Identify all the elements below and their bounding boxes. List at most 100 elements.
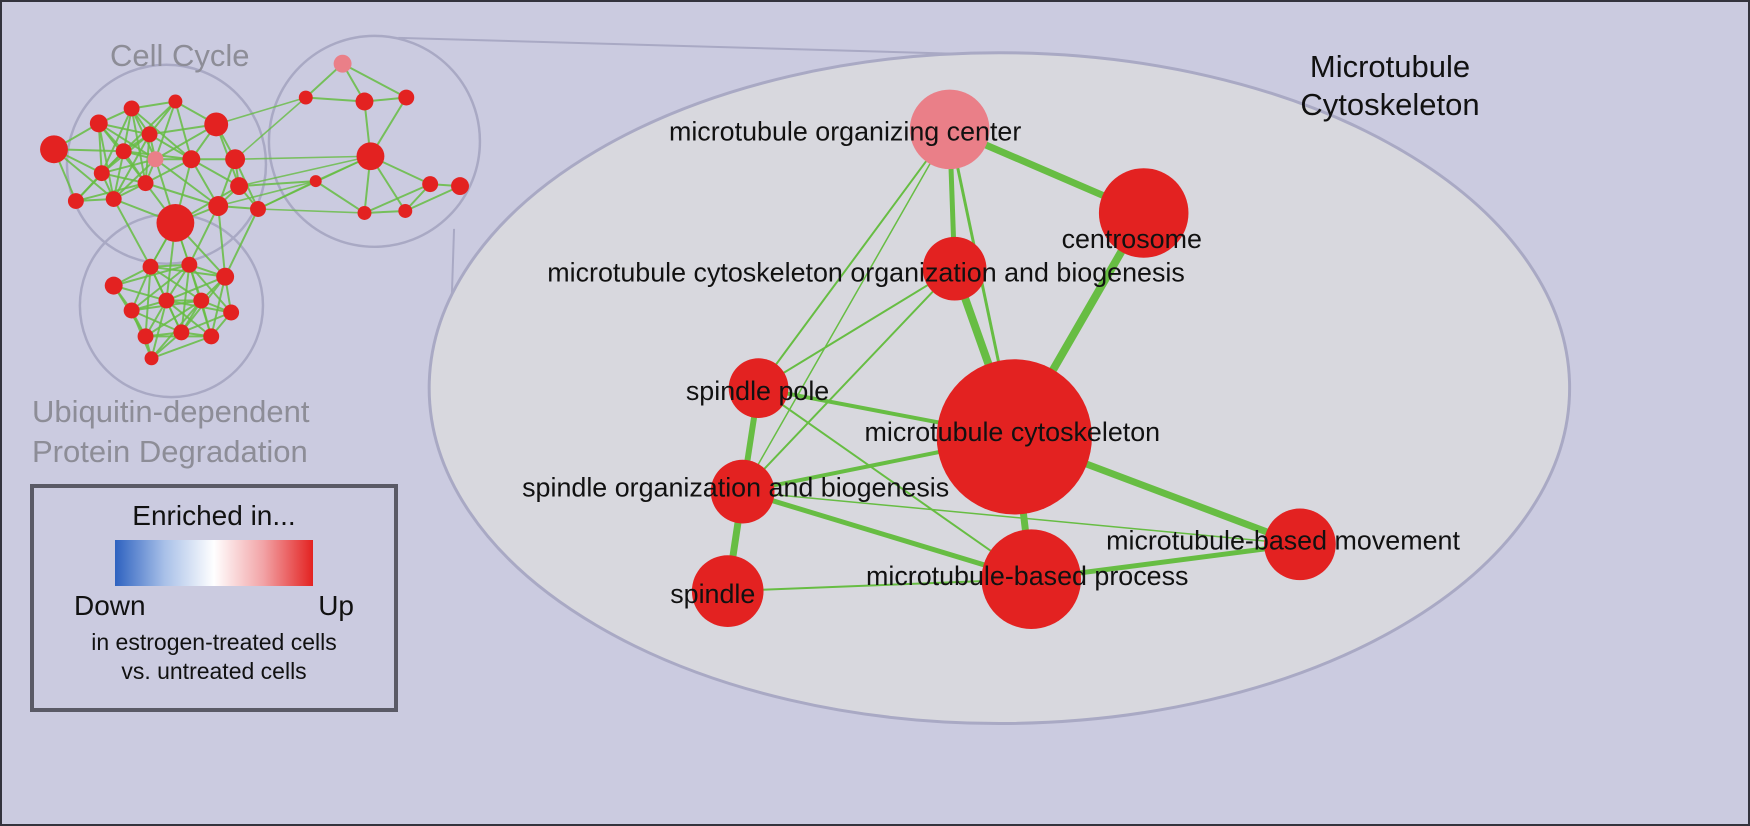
mini-node	[156, 204, 195, 242]
mini-edge	[342, 62, 407, 99]
mini-cluster-outlines	[65, 34, 482, 399]
mini-edge	[131, 309, 182, 334]
mini-edge	[188, 205, 220, 266]
mini-node	[357, 206, 372, 220]
mini-node	[181, 256, 198, 273]
cluster-label-ubiquitin-line2: Protein Degradation	[32, 434, 308, 469]
detail-network-nodes	[691, 89, 1336, 629]
mini-edge	[215, 96, 306, 126]
node-label-microtubule-cytoskeleton: microtubule cytoskeleton	[865, 417, 1161, 447]
mini-node	[142, 258, 159, 275]
mini-network-nodes	[40, 54, 469, 366]
legend-gradient-bar	[115, 540, 313, 586]
cluster-label-cell-cycle: Cell Cycle	[110, 38, 250, 73]
legend-down-label: Down	[74, 590, 146, 621]
mini-node	[93, 165, 110, 182]
mini-node	[356, 142, 385, 171]
legend-title: Enriched in...	[132, 500, 296, 531]
node-spindle-organization-and-biogenesis	[710, 459, 775, 524]
node-label-spindle-organization-and-biogenesis: spindle organization and biogenesis	[522, 473, 949, 503]
mini-node	[147, 151, 164, 168]
legend-caption-line1: in estrogen-treated cells	[91, 629, 337, 655]
mini-node	[158, 292, 175, 309]
node-microtubule-based-movement	[1264, 508, 1336, 581]
mini-node	[451, 177, 469, 196]
mini-node	[115, 143, 132, 160]
node-label-spindle: spindle	[670, 579, 755, 609]
mini-edge	[239, 180, 316, 188]
node-label-spindle-pole: spindle pole	[686, 376, 829, 406]
mini-cluster-outline-cell-cycle	[65, 63, 268, 265]
mini-node	[123, 100, 140, 117]
mini-node	[168, 94, 183, 109]
mini-edge	[238, 155, 371, 187]
node-label-microtubule-based-movement: microtubule-based movement	[1106, 525, 1460, 555]
detail-cluster-title-line1: Microtubule	[1309, 49, 1471, 84]
mini-node	[104, 276, 123, 295]
mini-edge	[188, 264, 232, 314]
zoom-callout-line	[398, 36, 990, 56]
mini-node	[89, 114, 108, 133]
mini-edge	[100, 108, 133, 174]
detail-edge-spindle-pole--microtubule-based-process	[757, 387, 1032, 581]
mini-node	[216, 267, 235, 286]
cluster-label-ubiquitin-line1: Ubiquitin-dependent	[32, 394, 310, 429]
mini-node	[105, 191, 122, 208]
node-microtubule-organizing-center	[909, 89, 990, 170]
mini-edge	[112, 198, 152, 268]
mini-edge	[224, 208, 259, 278]
mini-node	[230, 177, 249, 196]
mini-node	[309, 175, 322, 188]
cluster-label-ubiquitin: Ubiquitin-dependent Protein Degradation	[32, 392, 310, 472]
detail-cluster-title-line2: Cytoskeleton	[1300, 87, 1480, 122]
mini-node	[225, 149, 246, 170]
mini-edge	[257, 208, 365, 214]
mini-node	[203, 328, 220, 345]
detail-edge-microtubule-cytoskeleton-organization-and-biogenesis--spindle-organization-and-biogenesis	[741, 268, 956, 493]
mini-node	[223, 304, 240, 321]
mini-edge	[130, 263, 190, 312]
node-spindle	[691, 555, 764, 627]
mini-edge	[113, 158, 157, 200]
node-centrosome	[1098, 168, 1189, 258]
mini-edge	[217, 180, 316, 207]
mini-edge	[149, 265, 202, 302]
mini-node	[204, 112, 229, 137]
mini-edge	[234, 96, 307, 160]
mini-node	[137, 328, 154, 345]
mini-node	[422, 176, 439, 193]
detail-cluster-title: Microtubule Cytoskeleton	[1258, 48, 1522, 124]
detail-edge-microtubule-cytoskeleton-organization-and-biogenesis--spindle-pole	[758, 267, 956, 389]
detail-edge-microtubule-organizing-center--spindle-organization-and-biogenesis	[741, 129, 951, 492]
mini-edge	[235, 155, 371, 161]
mini-edge	[151, 335, 212, 360]
mini-node	[123, 302, 140, 319]
node-label-centrosome: centrosome	[1062, 224, 1202, 254]
mini-edge	[166, 275, 226, 302]
detail-edge-spindle-organization-and-biogenesis--microtubule-based-process	[741, 489, 1032, 582]
mini-edge	[144, 266, 152, 337]
node-microtubule-cytoskeleton-organization-and-biogenesis	[922, 236, 987, 301]
node-microtubule-based-process	[981, 529, 1081, 629]
mini-node	[298, 90, 313, 105]
legend-scale-labels: Down Up	[74, 590, 354, 622]
mini-edge	[154, 101, 177, 160]
mini-node	[40, 135, 68, 164]
node-label-microtubule-organizing-center: microtubule organizing center	[669, 116, 1021, 146]
mini-edge	[150, 300, 168, 359]
mini-node	[67, 193, 84, 209]
mini-edge	[364, 183, 431, 214]
mini-node	[193, 292, 210, 309]
mini-node	[144, 351, 159, 366]
node-label-microtubule-based-process: microtubule-based process	[866, 561, 1188, 591]
mini-edge	[305, 96, 365, 103]
detail-edge-microtubule-organizing-center--spindle-pole	[757, 128, 951, 389]
mini-node	[208, 196, 229, 216]
legend-box: Enriched in... Down Up in estrogen-treat…	[30, 484, 398, 712]
mini-edge	[112, 133, 151, 200]
mini-node	[333, 54, 352, 73]
mini-edge	[145, 299, 202, 338]
mini-edge	[165, 299, 212, 338]
